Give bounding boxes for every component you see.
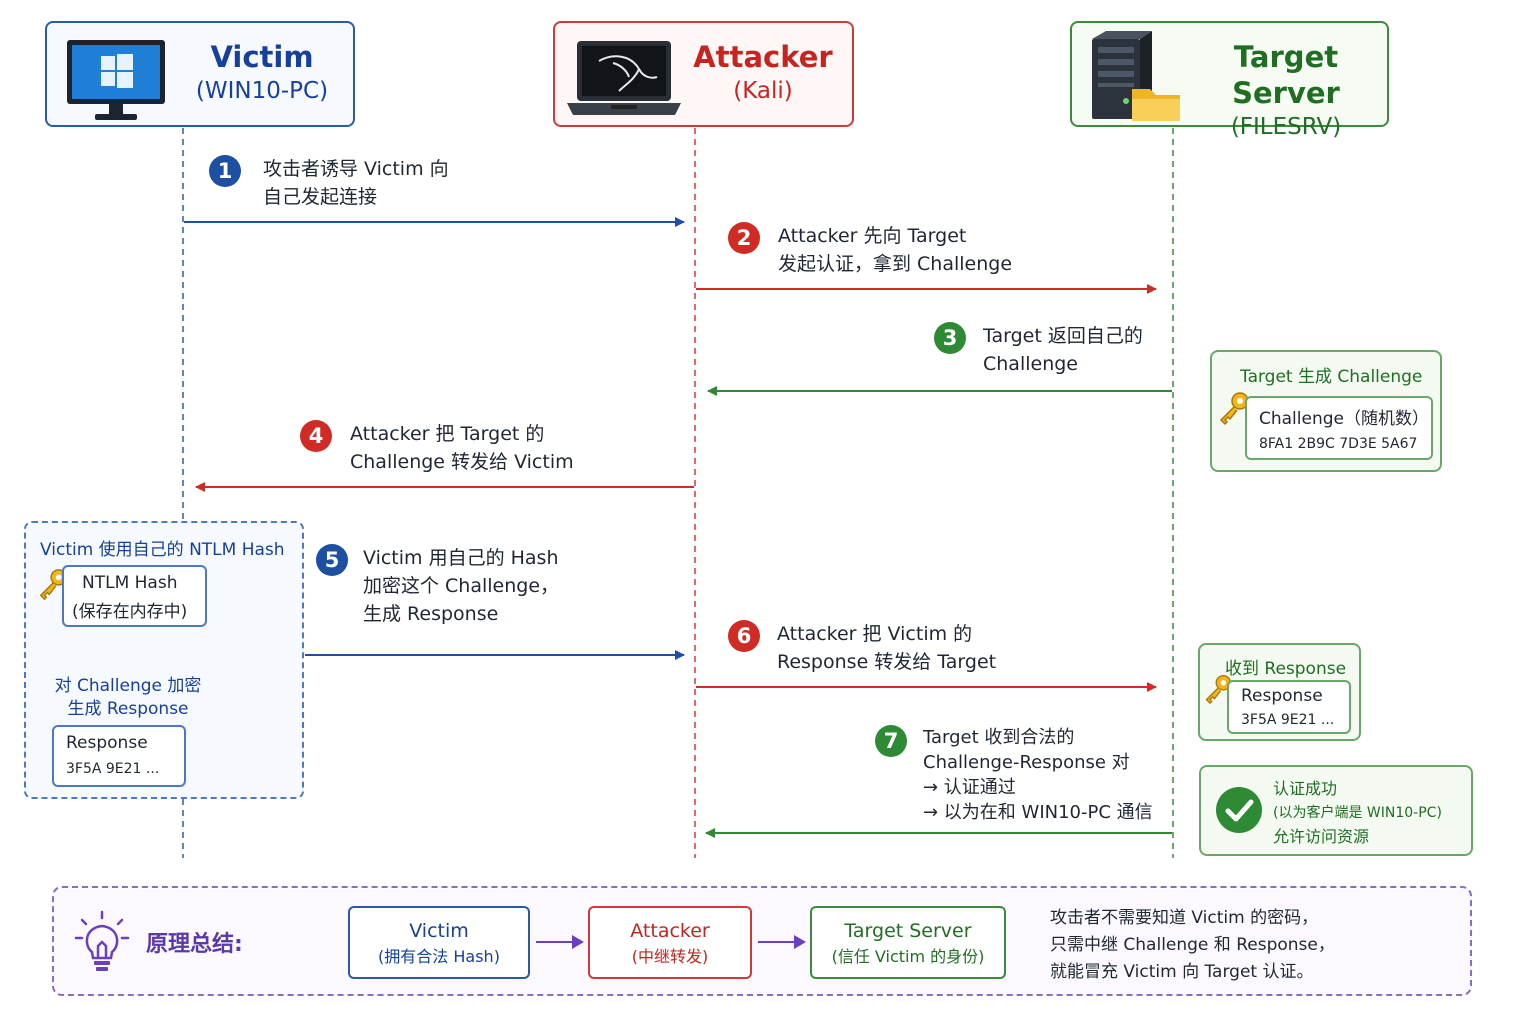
summary-attacker-desc: (中继转发) — [631, 947, 709, 966]
victim-host: (WIN10-PC) — [195, 78, 329, 104]
attacker-name: Attacker — [693, 40, 833, 74]
summary-victim-name: Victim — [409, 920, 469, 942]
success-line-2: (以为客户端是 WIN10-PC) — [1273, 805, 1442, 821]
step-6-line-1: Attacker 把 Victim 的 — [777, 623, 973, 645]
step-6: 6 Attacker 把 Victim 的 Response 转发给 Target — [728, 620, 996, 676]
summary-target-box: Target Server (信任 Victim 的身份) — [810, 906, 1006, 979]
step-2-line-2: 发起认证，拿到 Challenge — [778, 253, 1013, 275]
success-line-1: 认证成功 — [1273, 779, 1338, 798]
step-4-badge: 4 — [300, 420, 332, 452]
challenge-label: Challenge（随机数） — [1259, 409, 1429, 429]
ntlm-hash-note: (保存在内存中) — [72, 602, 188, 622]
summary-victim-desc: (拥有合法 Hash) — [378, 947, 500, 966]
summary-text-line-1: 攻击者不需要知道 Victim 的密码， — [1050, 908, 1319, 928]
summary-text-line-2: 只需中继 Challenge 和 Response， — [1050, 935, 1335, 955]
summary-text-line-3: 就能冒充 Victim 向 Target 认证。 — [1050, 962, 1314, 982]
summary-victim-box: Victim (拥有合法 Hash) — [348, 906, 530, 979]
step-4: 4 Attacker 把 Target 的 Challenge 转发给 Victi… — [300, 420, 574, 476]
step-2-line-1: Attacker 先向 Target — [778, 225, 967, 247]
challenge-panel-title: Target 生成 Challenge — [1240, 367, 1423, 387]
key-icon — [1219, 392, 1249, 426]
step-5: 5 Victim 用自己的 Hash 加密这个 Challenge， 生成 Resp… — [316, 544, 559, 628]
summary-attacker-name: Attacker — [630, 920, 710, 942]
victim-response-value: 3F5A 9E21 ... — [66, 761, 160, 777]
summary-attacker-box: Attacker (中继转发) — [588, 906, 752, 979]
ntlm-hash-box: NTLM Hash (保存在内存中) — [62, 565, 207, 627]
step-5-line-1: Victim 用自己的 Hash — [363, 547, 559, 569]
target-name: Target Server — [1232, 40, 1340, 110]
attacker-host: (Kali) — [733, 78, 793, 104]
arrow-right-icon — [758, 935, 806, 949]
step-3: 3 Target 返回自己的 Challenge — [934, 322, 1143, 378]
summary-panel: 原理总结: Victim (拥有合法 Hash) Attacker (中继转发)… — [52, 886, 1472, 996]
received-response-label: Response — [1241, 686, 1323, 706]
received-response-value: 3F5A 9E21 ... — [1241, 712, 1335, 728]
step-6-line-2: Response 转发给 Target — [777, 651, 997, 673]
encrypt-caption: 对 Challenge 加密 生成 Response — [38, 675, 218, 721]
actor-attacker: Attacker (Kali) — [553, 21, 854, 127]
step-3-line-2: Challenge — [983, 353, 1078, 375]
challenge-panel: Target 生成 Challenge Challenge（随机数） 8FA1 … — [1210, 350, 1442, 472]
step-1-line-2: 自己发起连接 — [263, 186, 378, 208]
summary-title: 原理总结: — [146, 932, 243, 957]
victim-name: Victim — [210, 40, 314, 74]
lightbulb-icon — [74, 910, 130, 971]
step-7-line-2: Challenge-Response 对 — [923, 752, 1130, 773]
step-7-line-1: Target 收到合法的 — [923, 727, 1075, 748]
received-panel-title: 收到 Response — [1225, 659, 1347, 679]
summary-target-desc: (信任 Victim 的身份) — [831, 947, 985, 966]
summary-target-name: Target Server — [844, 920, 972, 942]
target-host: (FILESRV) — [1230, 114, 1342, 140]
actor-victim: Victim (WIN10-PC) — [45, 21, 355, 127]
step-5-line-3: 生成 Response — [363, 603, 499, 625]
step-7-line-3: → 认证通过 — [923, 777, 1016, 798]
victim-hash-panel: Victim 使用自己的 NTLM Hash NTLM Hash (保存在内存中… — [24, 521, 304, 799]
arrow-right-icon — [536, 935, 584, 949]
step-4-line-1: Attacker 把 Target 的 — [350, 423, 545, 445]
step-7-badge: 7 — [875, 725, 907, 757]
step-2: 2 Attacker 先向 Target 发起认证，拿到 Challenge — [728, 222, 1012, 278]
step-3-line-1: Target 返回自己的 — [983, 325, 1143, 347]
encrypt-line-2: 生成 Response — [67, 699, 189, 719]
step-1-line-1: 攻击者诱导 Victim 向 — [263, 158, 449, 180]
step-7: 7 Target 收到合法的 Challenge-Response 对 → 认证通过… — [875, 725, 1153, 825]
received-response-box: Response 3F5A 9E21 ... — [1227, 680, 1351, 734]
summary-explanation: 攻击者不需要知道 Victim 的密码， 只需中继 Challenge 和 Re… — [1050, 905, 1335, 986]
server-folder-icon — [1092, 31, 1180, 121]
kali-laptop-icon — [567, 41, 681, 115]
victim-hash-panel-title: Victim 使用自己的 NTLM Hash — [40, 540, 285, 560]
step-7-line-4: → 以为在和 WIN10-PC 通信 — [923, 802, 1153, 823]
ntlm-hash-label: NTLM Hash — [82, 573, 178, 593]
challenge-value-box: Challenge（随机数） 8FA1 2B9C 7D3E 5A67 — [1245, 396, 1433, 460]
step-1: 1 攻击者诱导 Victim 向自己发起连接 — [209, 155, 449, 211]
received-response-panel: 收到 Response Response 3F5A 9E21 ... — [1198, 643, 1361, 741]
actor-target: Target Server (FILESRV) — [1070, 21, 1389, 140]
step-4-line-2: Challenge 转发给 Victim — [350, 451, 574, 473]
step-6-badge: 6 — [728, 620, 760, 652]
auth-success-panel: 认证成功 (以为客户端是 WIN10-PC) 允许访问资源 — [1199, 765, 1473, 856]
step-5-badge: 5 — [316, 544, 348, 576]
step-3-badge: 3 — [934, 322, 966, 354]
step-1-badge: 1 — [209, 155, 241, 187]
encrypt-line-1: 对 Challenge 加密 — [54, 676, 202, 696]
victim-response-box: Response 3F5A 9E21 ... — [52, 725, 186, 787]
victim-response-label: Response — [66, 733, 148, 753]
step-2-badge: 2 — [728, 222, 760, 254]
check-circle-icon — [1216, 787, 1262, 833]
windows-monitor-icon — [67, 40, 165, 120]
success-line-3: 允许访问资源 — [1273, 827, 1370, 846]
step-5-line-2: 加密这个 Challenge， — [363, 575, 560, 597]
challenge-value: 8FA1 2B9C 7D3E 5A67 — [1259, 436, 1418, 452]
